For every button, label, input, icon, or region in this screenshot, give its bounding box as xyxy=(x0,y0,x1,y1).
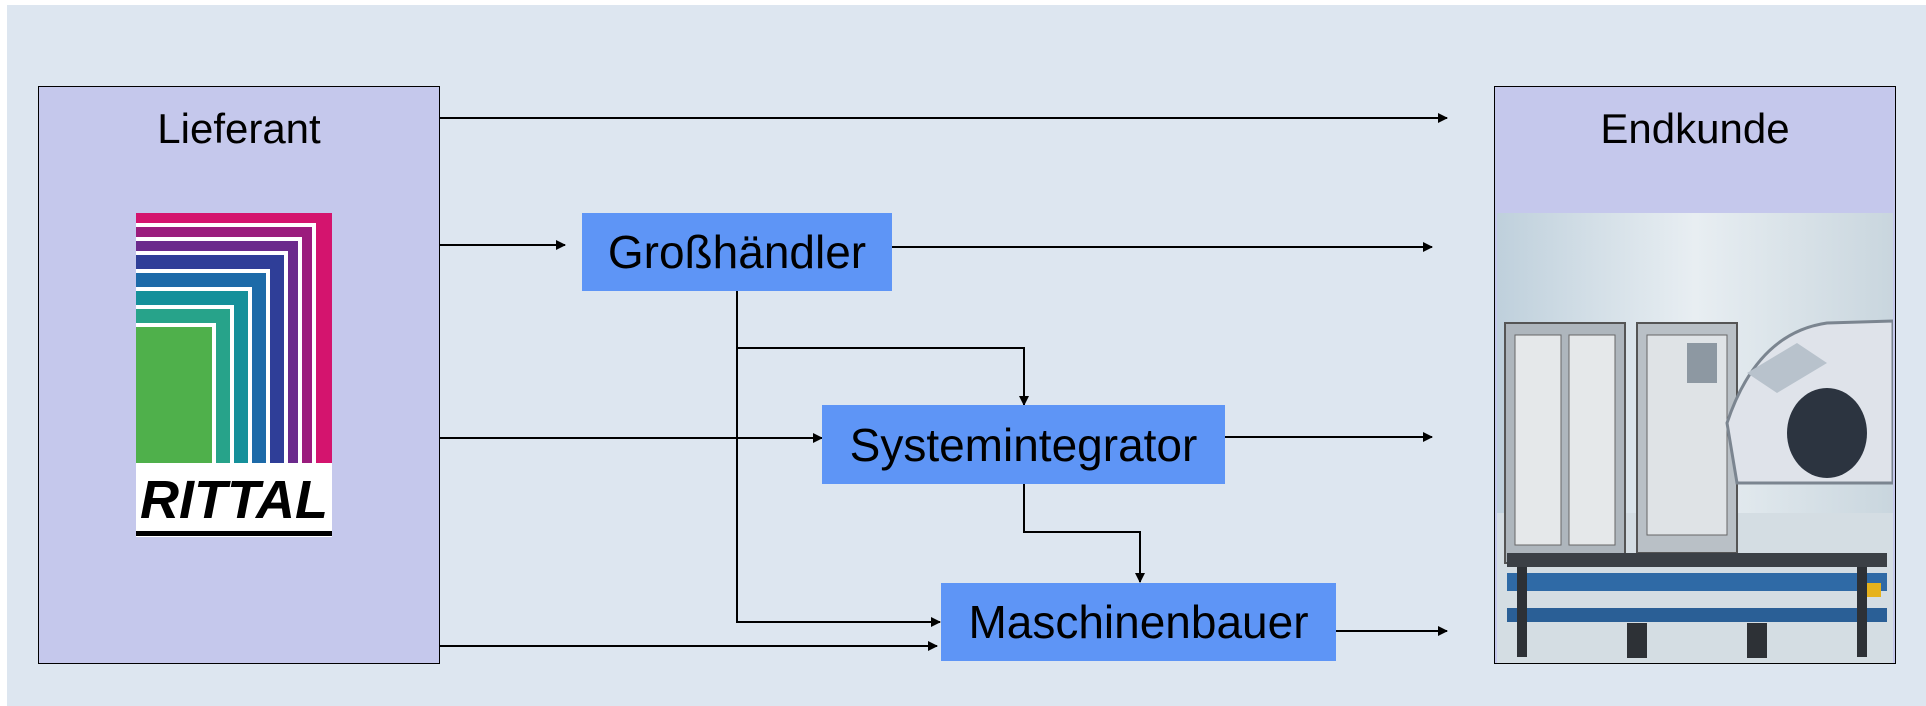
system-integrator-node: Systemintegrator xyxy=(822,405,1225,484)
arrow-wholesaler-to-machinebuilder xyxy=(736,291,941,627)
arrow-integrator-to-machinebuilder xyxy=(1023,484,1145,583)
machine-builder-node: Maschinenbauer xyxy=(941,583,1336,661)
factory-photo xyxy=(1497,213,1893,663)
supplier-title: Lieferant xyxy=(157,105,321,152)
arrow-wholesaler-to-integrator xyxy=(736,291,1029,406)
rittal-logo-text: RITTAL xyxy=(140,470,328,530)
wholesaler-node: Großhändler xyxy=(582,213,892,291)
rittal-logo: RITTAL xyxy=(136,213,332,537)
end-customer-title: Endkunde xyxy=(1600,105,1790,152)
